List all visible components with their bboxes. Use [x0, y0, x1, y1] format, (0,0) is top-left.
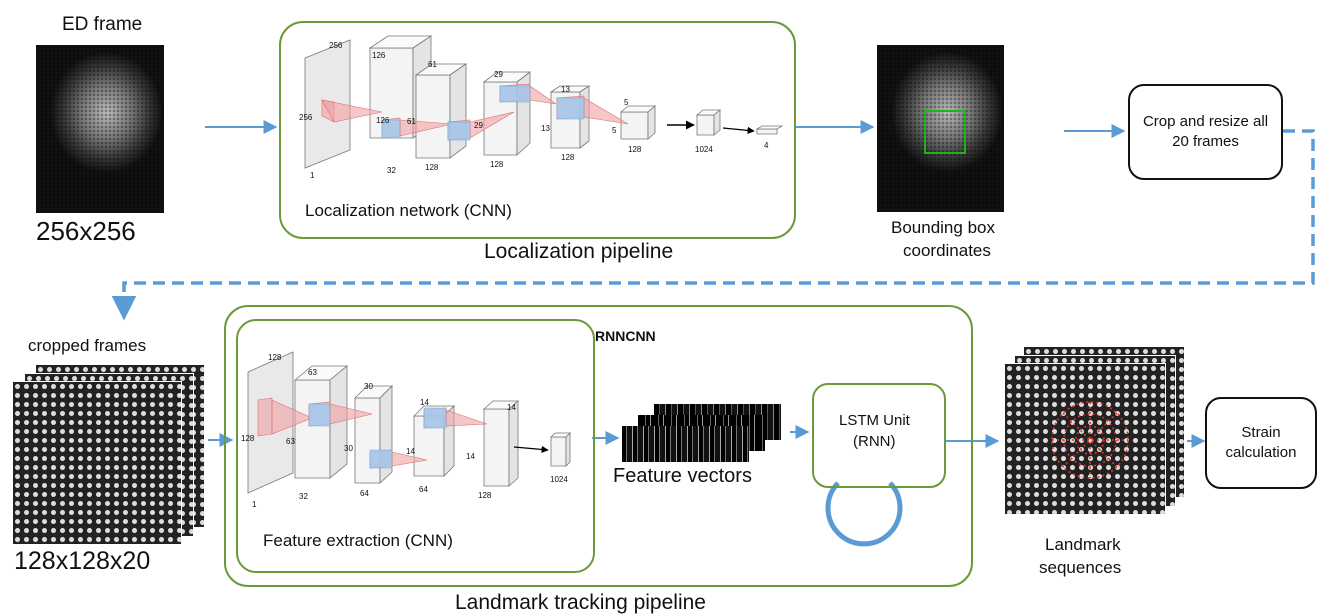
- cropped-frames-label: cropped frames: [28, 336, 147, 355]
- bot-fc1: 1024: [550, 475, 568, 484]
- top-l6-top: 5: [624, 98, 629, 107]
- top-fc2: 4: [764, 141, 769, 150]
- rnncnn-label: RNNCNN: [595, 328, 656, 344]
- strain-calculation-box: Strain calculation: [1205, 397, 1317, 489]
- feature-vectors-label: Feature vectors: [613, 465, 752, 487]
- top-l1-side: 256: [299, 113, 313, 122]
- top-l6-side: 5: [612, 126, 617, 135]
- lstm-unit-box: [812, 383, 946, 488]
- bot-l2-bottom: 32: [299, 492, 308, 501]
- lstm-line1: LSTM Unit: [839, 412, 910, 429]
- top-l4-top: 29: [494, 70, 503, 79]
- top-l3-bottom: 128: [425, 163, 439, 172]
- bot-l3-side: 30: [344, 444, 353, 453]
- input-size-label: 256x256: [36, 216, 136, 246]
- tracking-pipeline-label: Landmark tracking pipeline: [455, 591, 706, 614]
- bot-l5-bottom: 128: [478, 491, 492, 500]
- bot-l5-side: 14: [466, 452, 475, 461]
- bot-l3-top: 30: [364, 382, 373, 391]
- strain-line2: calculation: [1225, 444, 1297, 461]
- bot-l5-top: 14: [507, 403, 516, 412]
- landmark-label-line2: sequences: [1039, 558, 1122, 577]
- bot-l4-side: 14: [406, 447, 415, 456]
- top-fc1: 1024: [695, 145, 713, 154]
- top-l6-bottom: 128: [628, 145, 642, 154]
- landmark-label-line1: Landmark: [1045, 535, 1121, 554]
- ed-frame-image: [36, 45, 164, 213]
- top-l2-top: 126: [372, 51, 386, 60]
- bbox-label-line2: coordinates: [903, 241, 991, 260]
- top-l5-side: 13: [541, 124, 550, 133]
- crop-line2: 20 frames: [1172, 133, 1239, 150]
- feature-extraction-box: [236, 319, 595, 573]
- bot-l4-bottom: 64: [419, 485, 428, 494]
- bot-l3-bottom: 64: [360, 489, 369, 498]
- top-l5-bottom: 128: [561, 153, 575, 162]
- top-l2-bottom: 32: [387, 166, 396, 175]
- strain-line1: Strain: [1241, 424, 1281, 441]
- bot-l1-bottom: 1: [252, 500, 257, 509]
- top-cnn-layers: [304, 35, 784, 169]
- cropped-frame-front: [12, 381, 182, 545]
- bot-l4-top: 14: [420, 398, 429, 407]
- bot-l2-side: 63: [286, 437, 295, 446]
- feature-vector-1: [622, 426, 749, 462]
- bot-l1-top: 128: [268, 353, 282, 362]
- bot-l2-top: 63: [308, 368, 317, 377]
- landmark-tracking-box: [224, 305, 973, 587]
- crop-line1: Crop and resize all: [1142, 113, 1269, 130]
- top-l2-side: 126: [376, 116, 390, 125]
- flow-arrows: [111, 120, 1315, 547]
- landmark-frame-front: [1004, 363, 1166, 515]
- bounding-box-image: [877, 45, 1004, 212]
- localization-cnn-label: Localization network (CNN): [305, 201, 512, 220]
- top-l3-top: 61: [428, 60, 437, 69]
- localization-pipeline-label: Localization pipeline: [484, 240, 674, 263]
- top-l5-top: 13: [561, 85, 570, 94]
- lstm-line2: (RNN): [853, 433, 896, 450]
- feature-cnn-label: Feature extraction (CNN): [263, 531, 453, 550]
- top-l1-top: 256: [329, 41, 343, 50]
- input-frame-title: ED frame: [62, 14, 143, 35]
- bbox-label-line1: Bounding box: [891, 218, 995, 237]
- bot-l1-side: 128: [241, 434, 255, 443]
- bounding-box-rect: [924, 110, 966, 154]
- crop-resize-box: Crop and resize all 20 frames: [1128, 84, 1283, 180]
- cropped-size-label: 128x128x20: [14, 547, 151, 575]
- top-l4-bottom: 128: [490, 160, 504, 169]
- top-l3-side: 61: [407, 117, 416, 126]
- top-l4-side: 29: [474, 121, 483, 130]
- top-l1-bottom: 1: [310, 171, 315, 180]
- localization-network-box: [279, 21, 796, 239]
